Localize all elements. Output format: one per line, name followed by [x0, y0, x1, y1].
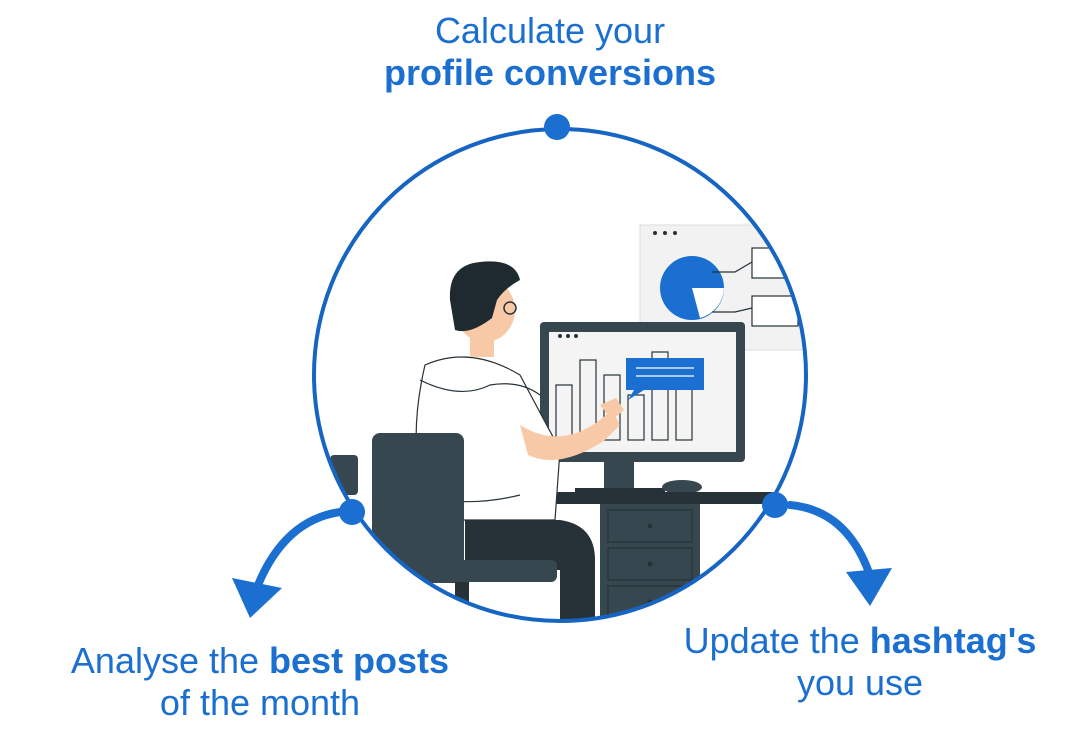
- step-right-label: Update the hashtag's you use: [630, 620, 1080, 705]
- node-right: [762, 492, 788, 518]
- pie-chart-icon: [660, 256, 724, 320]
- step-left-line1-bold: best posts: [269, 640, 450, 681]
- step-top-line2: profile conversions: [383, 52, 717, 94]
- step-right-line2: you use: [796, 662, 924, 704]
- mouse: [662, 480, 702, 494]
- step-right-line1-bold: hashtag's: [869, 620, 1037, 661]
- node-left: [339, 499, 365, 525]
- step-top-label: Calculate your profile conversions: [300, 10, 800, 95]
- node-top: [544, 114, 570, 140]
- illustration-scene: [330, 224, 806, 621]
- step-left-line2: of the month: [159, 682, 361, 724]
- arrow-right: [786, 501, 892, 606]
- step-left-line1-regular: Analyse the: [70, 640, 270, 681]
- step-right-line1-regular: Update the: [683, 620, 870, 661]
- step-top-line1: Calculate your: [434, 10, 666, 51]
- step-left-label: Analyse the best posts of the month: [20, 640, 500, 725]
- monitor: [540, 322, 745, 496]
- person: [415, 261, 624, 621]
- message-bubble-icon: [626, 358, 704, 400]
- arrow-left: [232, 508, 344, 618]
- desk: [510, 492, 806, 621]
